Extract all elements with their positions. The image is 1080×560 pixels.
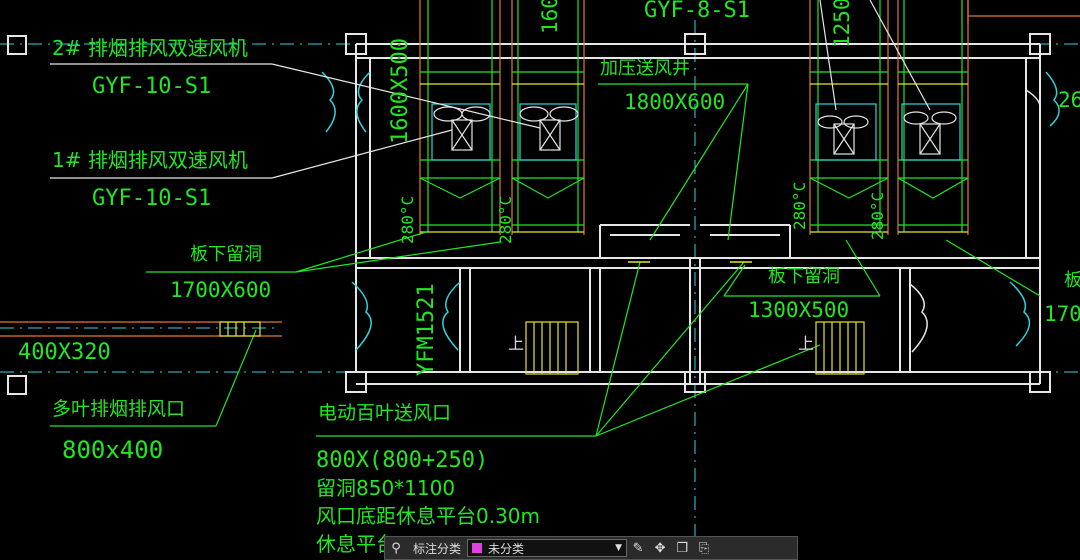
hole-far-name-label: 板 [1064, 270, 1080, 291]
walls [355, 43, 1041, 385]
paste-icon[interactable]: ⎘ [698, 540, 710, 556]
grid-lines [0, 20, 1080, 556]
door-code-label: YFM1521 [414, 283, 439, 376]
duct-size-label: 400X320 [18, 340, 111, 365]
temp-label-b: 280°C [496, 195, 515, 244]
supply-height-label: 风口底距休息平台0.30m [316, 504, 541, 528]
leader-lines-green [50, 83, 1041, 437]
duct-assemblies [419, 0, 969, 235]
chevron-down-icon: ▼ [615, 543, 623, 553]
annotation-toolbar: ⚲ 标注分类 未分类 ▼ ✎ ✥ ❐ ⎘ [384, 536, 798, 560]
edit-icon[interactable]: ✎ [632, 540, 644, 556]
right-edge-lines [967, 0, 1080, 24]
small-duct [0, 321, 282, 337]
hole-right-name-label: 板下留洞 [768, 266, 840, 287]
door-swings [321, 71, 1060, 351]
up-left-label: 上 [508, 334, 525, 353]
shaft-name-label: 加压送风井 [600, 58, 690, 79]
annotation-icon[interactable]: ⚲ [391, 540, 401, 556]
supply-platform-label: 休息平台 [316, 532, 396, 556]
up-right-label: 上 [798, 334, 815, 353]
top-model-label: GYF-8-S1 [644, 0, 750, 23]
category-select-value: 未分类 [488, 541, 525, 556]
door-swings-white [909, 89, 1041, 353]
supply-hole-label: 留洞850*1100 [316, 476, 456, 500]
fan1-model-label: GYF-10-S1 [92, 186, 212, 211]
supply-size-label: 800X(800+250) [316, 448, 489, 473]
hole-left-size-label: 1700X600 [170, 278, 272, 302]
columns [7, 33, 1051, 395]
fan2-name-label: 2# 排烟排风双速风机 [52, 36, 248, 60]
hole-far-size-label: 170 [1044, 302, 1080, 326]
supply-name-label: 电动百叶送风口 [318, 402, 452, 424]
vert-top-1250-label: 1250 [830, 0, 854, 48]
move-icon[interactable]: ✥ [654, 540, 666, 556]
exhaust-name-label: 多叶排烟排风口 [52, 398, 186, 420]
edge-number-label: 26 [1058, 88, 1080, 112]
temp-label-c: 280°C [790, 181, 809, 230]
leader-lines [50, 0, 931, 179]
vert-top-160-label: 160 [538, 0, 562, 34]
temp-label-a: 280°C [398, 195, 417, 244]
vert-left-size-label: 1600X500 [388, 38, 413, 144]
stair-symbols [525, 321, 865, 375]
exhaust-size-label: 800x400 [62, 436, 164, 464]
hole-left-name-label: 板下留洞 [190, 244, 262, 265]
hole-right-size-label: 1300X500 [748, 298, 850, 322]
shaft-size-label: 1800X600 [624, 90, 726, 114]
temp-label-d: 280°C [868, 191, 887, 240]
category-select[interactable]: 未分类 ▼ [467, 539, 628, 557]
annotation-category-label: 标注分类 [413, 541, 462, 556]
category-color-swatch [472, 543, 483, 553]
fan2-model-label: GYF-10-S1 [92, 74, 212, 99]
fan1-name-label: 1# 排烟排风双速风机 [52, 148, 248, 172]
copy-icon[interactable]: ❐ [676, 540, 688, 556]
